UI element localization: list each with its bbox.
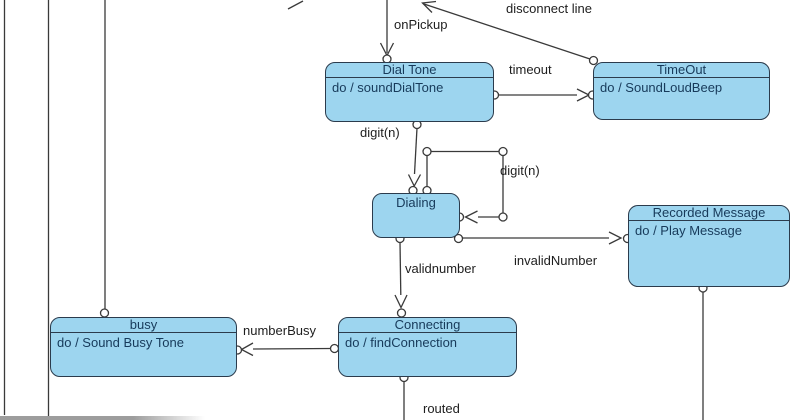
transition-label-timeout: timeout xyxy=(509,62,552,77)
transition-label-routed: routed xyxy=(423,401,460,416)
state-connecting[interactable]: Connecting do / findConnection xyxy=(338,317,517,377)
state-recorded-message[interactable]: Recorded Message do / Play Message xyxy=(628,205,790,287)
arrowhead-right xyxy=(576,88,591,102)
transition-label-onpickup: onPickup xyxy=(394,17,448,32)
transition-label-digit-n-loop: digit(n) xyxy=(500,163,540,178)
transition-digit-connector xyxy=(407,127,422,188)
transition-label-digit-n: digit(n) xyxy=(360,125,400,140)
transition-label-invalid-number: invalidNumber xyxy=(514,253,598,268)
state-timeout-activity: do / SoundLoudBeep xyxy=(600,80,723,95)
state-dialing[interactable]: Dialing xyxy=(372,193,460,238)
transition-invalid-number-connector xyxy=(461,231,623,245)
state-dialing-title: Dialing xyxy=(396,195,436,210)
state-busy-activity: do / Sound Busy Tone xyxy=(57,335,184,350)
state-recorded-message-title: Recorded Message xyxy=(629,206,789,221)
transition-number-busy-connector xyxy=(240,342,332,357)
connection-points xyxy=(99,54,708,383)
state-busy[interactable]: busy do / Sound Busy Tone xyxy=(50,317,237,377)
transition-onpickup-connector xyxy=(379,0,395,57)
arrowhead-down xyxy=(407,174,422,188)
state-busy-title: busy xyxy=(51,318,236,333)
transition-disconnect-connector xyxy=(421,0,594,61)
arrowhead-down xyxy=(394,294,408,310)
arrowhead-left xyxy=(240,342,254,357)
state-connecting-activity: do / findConnection xyxy=(345,335,458,350)
state-dial-tone[interactable]: Dial Tone do / soundDialTone xyxy=(325,62,494,122)
window-edge-artifact xyxy=(0,416,205,420)
state-connecting-title: Connecting xyxy=(339,318,516,333)
arrowhead-up-left xyxy=(421,0,437,13)
state-dial-tone-activity: do / soundDialTone xyxy=(332,80,444,95)
state-timeout-title: TimeOut xyxy=(594,63,769,78)
transition-timeout-connector xyxy=(498,88,591,102)
transition-label-valid-number: validnumber xyxy=(405,261,476,276)
transition-label-number-busy: numberBusy xyxy=(243,323,316,338)
cropped-arrow-fragment xyxy=(287,0,304,10)
arrowhead-right xyxy=(608,231,623,245)
state-timeout[interactable]: TimeOut do / SoundLoudBeep xyxy=(593,62,770,120)
state-recorded-message-activity: do / Play Message xyxy=(635,223,742,238)
transition-valid-number-connector xyxy=(394,241,408,310)
arrowhead-left xyxy=(464,210,478,224)
state-dial-tone-title: Dial Tone xyxy=(326,63,493,78)
transition-label-disconnect-line: disconnect line xyxy=(506,1,592,16)
